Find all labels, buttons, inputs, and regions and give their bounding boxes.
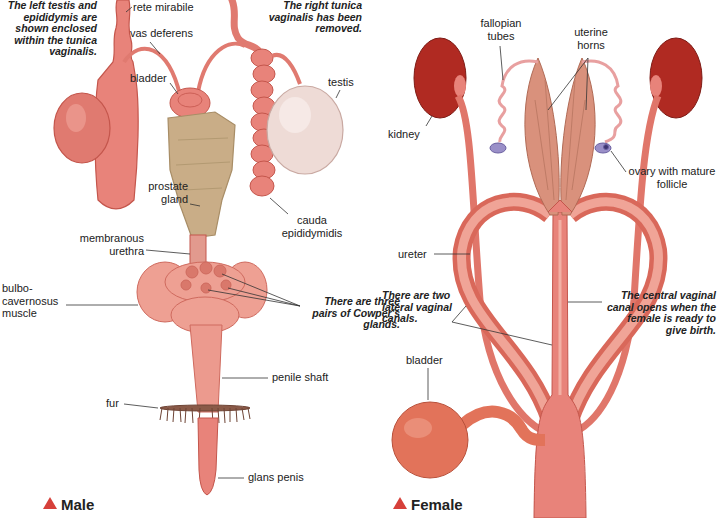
- bulbo-cavernosus: [165, 262, 245, 302]
- fallopian-tubes: [499, 61, 621, 142]
- leader-lines: [190, 204, 200, 206]
- right-testis: [267, 86, 343, 174]
- leader-lines: [452, 306, 552, 345]
- kidneys: [650, 75, 662, 97]
- right-epididymis: [251, 81, 273, 99]
- vas-deferens: [124, 49, 180, 95]
- section-markers: [43, 497, 407, 509]
- left-testis-tunica: [54, 93, 110, 163]
- part-label: fallopian tubes: [470, 17, 532, 42]
- leader-lines: [434, 254, 470, 255]
- kidneys: [414, 38, 466, 118]
- leader-lines: [270, 198, 288, 214]
- part-label: cauda epididymidis: [270, 214, 354, 239]
- right-epididymis: [251, 49, 273, 67]
- leader-lines: [500, 46, 503, 80]
- leader-lines: [126, 7, 132, 12]
- leader-lines: [568, 302, 602, 303]
- bladder-female: [404, 418, 432, 438]
- right-testis: [279, 97, 311, 133]
- part-label: prostate gland: [130, 180, 188, 205]
- note-text: The central vaginal canal opens when the…: [604, 290, 716, 336]
- right-testis: [267, 86, 343, 174]
- part-label: ovary with mature follicle: [628, 165, 716, 190]
- leader-lines: [548, 58, 588, 110]
- uterine-horns: [548, 200, 572, 212]
- bladder-female: [392, 402, 545, 478]
- part-label: fur: [106, 397, 119, 410]
- right-epididymis: [253, 65, 275, 83]
- penile-shaft: [190, 325, 222, 412]
- central-vaginal-canal: [534, 212, 586, 518]
- note-text: The right tunica vaginalis has been remo…: [262, 0, 362, 35]
- leader-lines: [208, 274, 300, 306]
- leader-lines: [336, 90, 340, 98]
- leader-lines: [124, 404, 158, 408]
- bulbo-cavernosus: [200, 262, 212, 274]
- note-text: The left testis and epididymis are shown…: [2, 0, 97, 58]
- part-label: kidney: [388, 128, 420, 141]
- prostate-gland: [168, 112, 235, 238]
- ovaries: [604, 145, 609, 150]
- lateral-vaginal-canals: [462, 202, 550, 420]
- section-markers: [43, 497, 57, 509]
- left-testis-tunica: [66, 104, 86, 132]
- part-label: membranous urethra: [68, 232, 144, 257]
- section-title: Female: [411, 496, 463, 513]
- kidneys: [454, 75, 466, 97]
- note-text: There are two lateral vaginal canals.: [382, 290, 484, 325]
- part-label: vas deferens: [130, 27, 193, 40]
- bulbo-cavernosus: [181, 280, 191, 290]
- leader-lines: [222, 378, 268, 379]
- kidneys: [414, 38, 702, 118]
- uterine-horns: [535, 80, 585, 200]
- part-label: testis: [328, 76, 354, 89]
- fallopian-tubes: [582, 61, 621, 142]
- leader-lines: [218, 478, 244, 479]
- bladder-male: [178, 93, 202, 107]
- part-label: glans penis: [248, 471, 304, 484]
- uterine-horns: [525, 58, 559, 215]
- leader-lines: [150, 42, 160, 54]
- lateral-vaginal-canals: [462, 202, 550, 420]
- leader-lines: [146, 250, 190, 254]
- right-epididymis: [272, 55, 300, 84]
- leader-lines: [66, 305, 138, 306]
- vas-deferens: [124, 44, 245, 95]
- section-markers: [393, 497, 407, 509]
- part-label: bladder: [406, 354, 443, 367]
- part-label: rete mirabile: [133, 1, 194, 14]
- leader-lines: [428, 368, 429, 400]
- uterine-horns: [561, 58, 595, 215]
- leader-lines: [170, 83, 178, 94]
- central-vaginal-canal: [559, 220, 562, 395]
- bladder-female: [392, 402, 468, 478]
- part-label: bulbo-cavernosus muscle: [2, 282, 64, 320]
- glans-penis: [198, 418, 218, 495]
- prostate-gland: [168, 112, 235, 238]
- part-label: bladder: [130, 72, 167, 85]
- section-title: Male: [61, 496, 94, 513]
- ovaries: [595, 143, 611, 153]
- right-epididymis: [250, 176, 274, 196]
- bulbo-cavernosus: [186, 266, 198, 278]
- leader-lines: [426, 116, 432, 126]
- part-label: penile shaft: [272, 371, 328, 384]
- fallopian-tubes: [499, 61, 538, 142]
- bulbo-cavernosus: [201, 283, 211, 293]
- ovaries: [490, 143, 611, 153]
- leader-lines: [611, 151, 626, 172]
- uterine-horns: [525, 58, 595, 215]
- vas-deferens: [198, 44, 245, 92]
- bulbo-cavernosus: [137, 262, 267, 333]
- leader-lines: [66, 7, 626, 478]
- bladder-female: [462, 412, 545, 440]
- part-label: ureter: [398, 248, 427, 261]
- part-label: uterine horns: [560, 26, 622, 51]
- ovaries: [490, 143, 506, 153]
- central-vaginal-canal: [534, 212, 586, 518]
